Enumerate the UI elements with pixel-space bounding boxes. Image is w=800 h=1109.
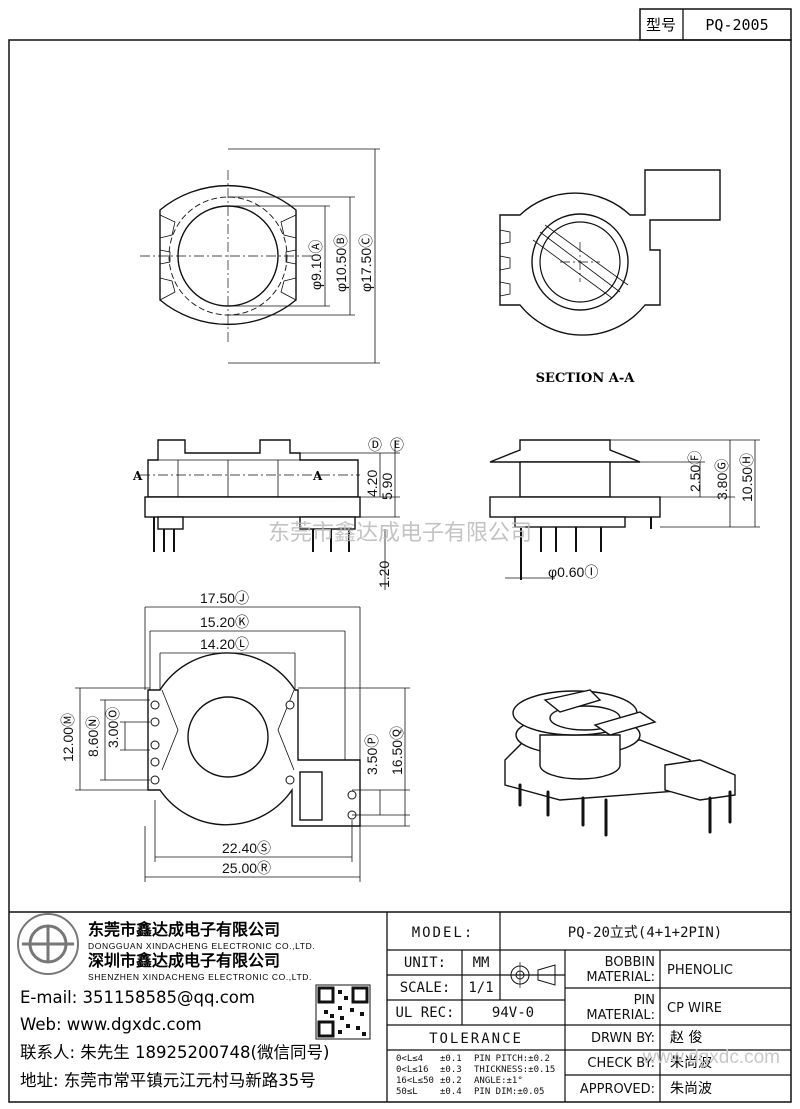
- company-web: Web: www.dgxdc.com: [20, 1015, 202, 1034]
- tolerance-tol: ±0.4: [440, 1087, 462, 1097]
- tb-tolerance-label: TOLERANCE: [429, 1031, 523, 1047]
- dim-v420: 4.20: [364, 470, 380, 497]
- tolerance-range: 50≤L: [396, 1087, 418, 1097]
- projection-symbol-icon: [507, 962, 556, 988]
- company-email: E-mail: 351158585@qq.com: [20, 988, 255, 1007]
- tb-bobbin-value: PHENOLIC: [667, 963, 733, 978]
- model-header-code: PQ-2005: [705, 16, 768, 34]
- dim-v120: 1.20: [376, 561, 392, 588]
- tolerance-item: THICKNESS:±0.15: [474, 1065, 555, 1075]
- dim-v1050: 10.50Ⓗ: [739, 453, 755, 502]
- tolerance-tol: ±0.2: [440, 1076, 462, 1086]
- qr-code: [315, 984, 371, 1040]
- tolerance-range: 0<L≤16: [396, 1065, 429, 1075]
- tolerance-rows: 0<L≤4 ±0.1 PIN PITCH:±0.2 0<L≤16 ±0.3 THICKNE…: [396, 1054, 555, 1097]
- company-contact: 联系人: 朱先生 18925200748(微信同号): [20, 1043, 329, 1062]
- title-block: [387, 912, 791, 1102]
- tb-drawn-label: DRWN BY:: [591, 1031, 655, 1046]
- dim-d1750: φ17.50Ⓒ: [358, 234, 374, 292]
- company-name-2: 深圳市鑫达成电子有限公司: [88, 951, 280, 970]
- company-block: 东莞市鑫达成电子有限公司 DONGGUAN XINDACHENG ELECTRO…: [17, 913, 371, 1090]
- tolerance-item: PIN DIM:±0.05: [474, 1087, 544, 1097]
- dim-w1750: 17.50Ⓙ: [200, 590, 249, 606]
- model-header: 型号 PQ-2005: [639, 8, 792, 41]
- company-logo: [17, 913, 79, 975]
- side-view: 2.50Ⓕ 3.80Ⓖ 10.50Ⓗ φ0.60Ⓘ: [489, 439, 760, 580]
- company-address: 地址: 东莞市常平镇元江元村马新路35号: [20, 1071, 316, 1090]
- dim-mark-d: Ⓓ: [368, 437, 382, 453]
- tb-scale-label: SCALE:: [400, 980, 451, 996]
- tb-pin-value: CP WIRE: [667, 1001, 722, 1016]
- dim-v380: 3.80Ⓖ: [714, 459, 730, 500]
- company-en-1: DONGGUAN XINDACHENG ELECTRONIC CO.,LTD.: [88, 941, 315, 951]
- tb-ul-value: 94V-0: [492, 1005, 534, 1021]
- front-view: A A Ⓓ Ⓔ 4.20 5.90 1.20: [132, 437, 404, 590]
- tb-check-label: CHECK BY:: [587, 1056, 655, 1071]
- tb-model-label: MODEL:: [412, 925, 475, 941]
- tolerance-tol: ±0.3: [440, 1065, 462, 1075]
- dim-w1520: 15.20Ⓚ: [200, 614, 249, 630]
- top-view: φ9.10Ⓐ φ10.50Ⓑ φ17.50Ⓒ: [140, 148, 380, 364]
- tb-approved-label: APPROVED:: [580, 1082, 655, 1097]
- section-view: SECTION A-A: [499, 169, 721, 386]
- tb-bobbin-label-1: BOBBIN: [605, 955, 655, 970]
- company-name-1: 东莞市鑫达成电子有限公司: [88, 920, 280, 939]
- dim-h1200: 12.00Ⓜ: [60, 713, 76, 762]
- dim-d1050: φ10.50Ⓑ: [333, 234, 349, 292]
- tb-model-value: PQ-20立式(4+1+2PIN): [568, 925, 722, 941]
- isometric-view: [504, 689, 736, 837]
- tolerance-item: ANGLE:±1°: [474, 1076, 523, 1086]
- tolerance-item: PIN PITCH:±0.2: [474, 1054, 550, 1064]
- dim-v250: 2.50Ⓕ: [687, 451, 703, 492]
- bottom-view: 17.50Ⓙ 15.20Ⓚ 14.20Ⓛ 12.00Ⓜ 8.60Ⓝ 3.00Ⓞ …: [60, 590, 410, 882]
- tb-scale-value: 1/1: [468, 980, 493, 996]
- tb-check-value: 朱尚波: [670, 1055, 712, 1071]
- dim-v590: 5.90: [379, 473, 395, 500]
- dim-w2240: 22.40Ⓢ: [222, 840, 271, 856]
- tb-approved-value: 朱尚波: [670, 1081, 712, 1097]
- dim-d910: φ9.10Ⓐ: [308, 240, 324, 290]
- dim-w2500: 25.00Ⓡ: [222, 860, 271, 876]
- section-marker-right: A: [312, 469, 323, 483]
- sheet-border: [8, 39, 792, 1103]
- tb-bobbin-label-2: MATERIAL:: [586, 970, 655, 985]
- model-header-label: 型号: [646, 16, 676, 34]
- section-marker-left: A: [132, 469, 143, 483]
- dim-h860: 8.60Ⓝ: [85, 716, 101, 757]
- dim-d060: φ0.60Ⓘ: [548, 564, 598, 580]
- dim-mark-e: Ⓔ: [390, 437, 404, 453]
- dim-h1650: 16.50Ⓠ: [389, 726, 405, 775]
- tolerance-range: 0<L≤4: [396, 1054, 423, 1064]
- tb-unit-value: MM: [473, 955, 490, 971]
- section-title: SECTION A-A: [536, 371, 636, 386]
- tb-pin-label-1: PIN: [634, 993, 655, 1008]
- dim-w1420: 14.20Ⓛ: [200, 636, 249, 652]
- watermark-center: 东莞市鑫达成电子有限公司: [268, 521, 532, 546]
- tolerance-range: 16<L≤50: [396, 1076, 434, 1086]
- dim-h300: 3.00Ⓞ: [105, 707, 121, 748]
- company-en-2: SHENZHEN XINDACHENG ELECTRONIC CO.,LTD.: [88, 972, 312, 982]
- tb-unit-label: UNIT:: [404, 955, 446, 971]
- tolerance-tol: ±0.1: [440, 1054, 462, 1064]
- tb-pin-label-2: MATERIAL:: [586, 1008, 655, 1023]
- dim-h350: 3.50Ⓟ: [364, 734, 380, 775]
- tb-drawn-value: 赵 俊: [670, 1030, 702, 1046]
- watermark-corner: www.dgxdc.com: [642, 1047, 780, 1068]
- title-block-text: MODEL: PQ-20立式(4+1+2PIN) UNIT: MM SCALE:…: [395, 925, 780, 1097]
- tb-ul-label: UL REC:: [395, 1005, 454, 1021]
